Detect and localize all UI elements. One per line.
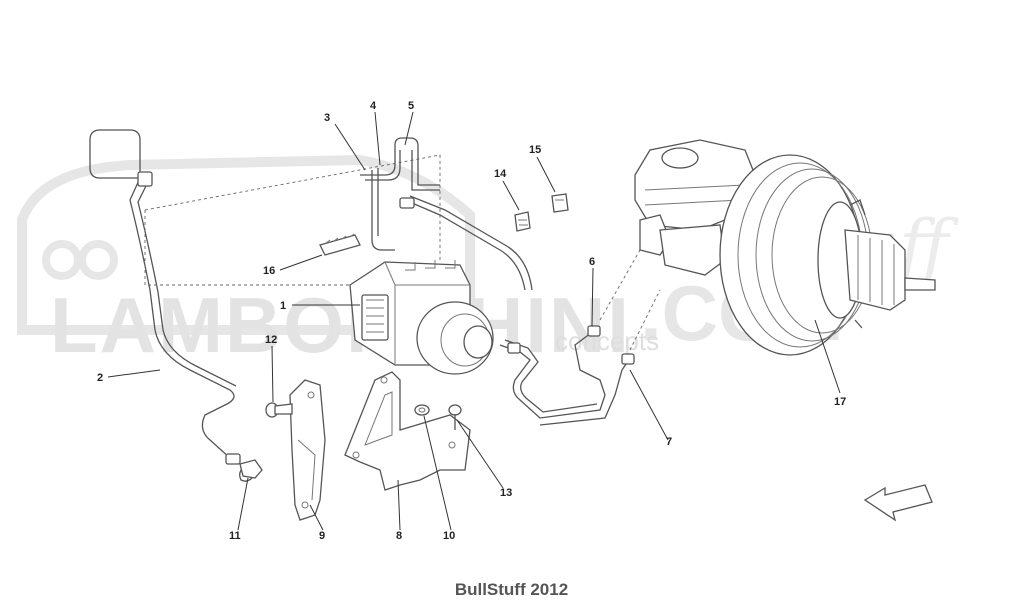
locator-line-2 bbox=[144, 154, 441, 260]
callout-6: 6 bbox=[589, 256, 595, 268]
watermark-tagline: concepts bbox=[555, 326, 659, 356]
watermark-brand: LAMBORGHINI bbox=[50, 281, 631, 369]
brake-line-part-2 bbox=[89, 129, 256, 482]
callout-labels: 1 2 3 4 5 6 7 8 9 10 11 12 13 14 15 16 1… bbox=[97, 100, 846, 542]
callout-5: 5 bbox=[408, 100, 414, 112]
connector-part-15 bbox=[551, 193, 569, 213]
clip-part-11 bbox=[239, 459, 263, 479]
callout-10: 10 bbox=[443, 530, 455, 542]
direction-arrow-icon bbox=[863, 484, 933, 522]
bracket-part-9 bbox=[289, 379, 326, 521]
footer-caption: BullStuff 2012 bbox=[454, 580, 569, 599]
nut-part-10 bbox=[414, 404, 430, 416]
callout-15: 15 bbox=[529, 144, 541, 156]
watermark-headlight-left bbox=[42, 240, 82, 280]
bolt-part-12 bbox=[265, 402, 293, 418]
callout-17: 17 bbox=[834, 396, 846, 408]
connector-part-14 bbox=[514, 211, 531, 232]
brake-lines-parts-6-7 bbox=[499, 325, 635, 426]
bracket-part-16 bbox=[319, 233, 361, 256]
bolt-part-13 bbox=[448, 404, 462, 430]
callout-11: 11 bbox=[229, 530, 241, 542]
callout-1: 1 bbox=[280, 300, 286, 312]
callout-13: 13 bbox=[500, 487, 512, 499]
callout-14: 14 bbox=[494, 168, 507, 180]
brake-booster-part-17 bbox=[634, 139, 936, 356]
callout-7: 7 bbox=[666, 436, 672, 448]
leader-lines bbox=[107, 111, 841, 531]
callout-9: 9 bbox=[319, 530, 325, 542]
bracket-part-8 bbox=[344, 371, 471, 491]
callout-2: 2 bbox=[97, 372, 103, 384]
locator-line-4 bbox=[629, 289, 661, 351]
callout-8: 8 bbox=[396, 530, 402, 542]
watermark-car-silhouette bbox=[17, 154, 475, 335]
abs-unit-part-1 bbox=[349, 260, 494, 375]
callout-12: 12 bbox=[265, 334, 277, 346]
locator-line-1 bbox=[144, 210, 360, 286]
callout-16: 16 bbox=[263, 265, 275, 277]
locator-line-3 bbox=[599, 249, 641, 321]
callout-4: 4 bbox=[370, 100, 377, 112]
callout-3: 3 bbox=[324, 112, 330, 124]
brake-lines-parts-3-4-5 bbox=[360, 137, 533, 291]
watermark-headlight-right bbox=[78, 240, 118, 280]
